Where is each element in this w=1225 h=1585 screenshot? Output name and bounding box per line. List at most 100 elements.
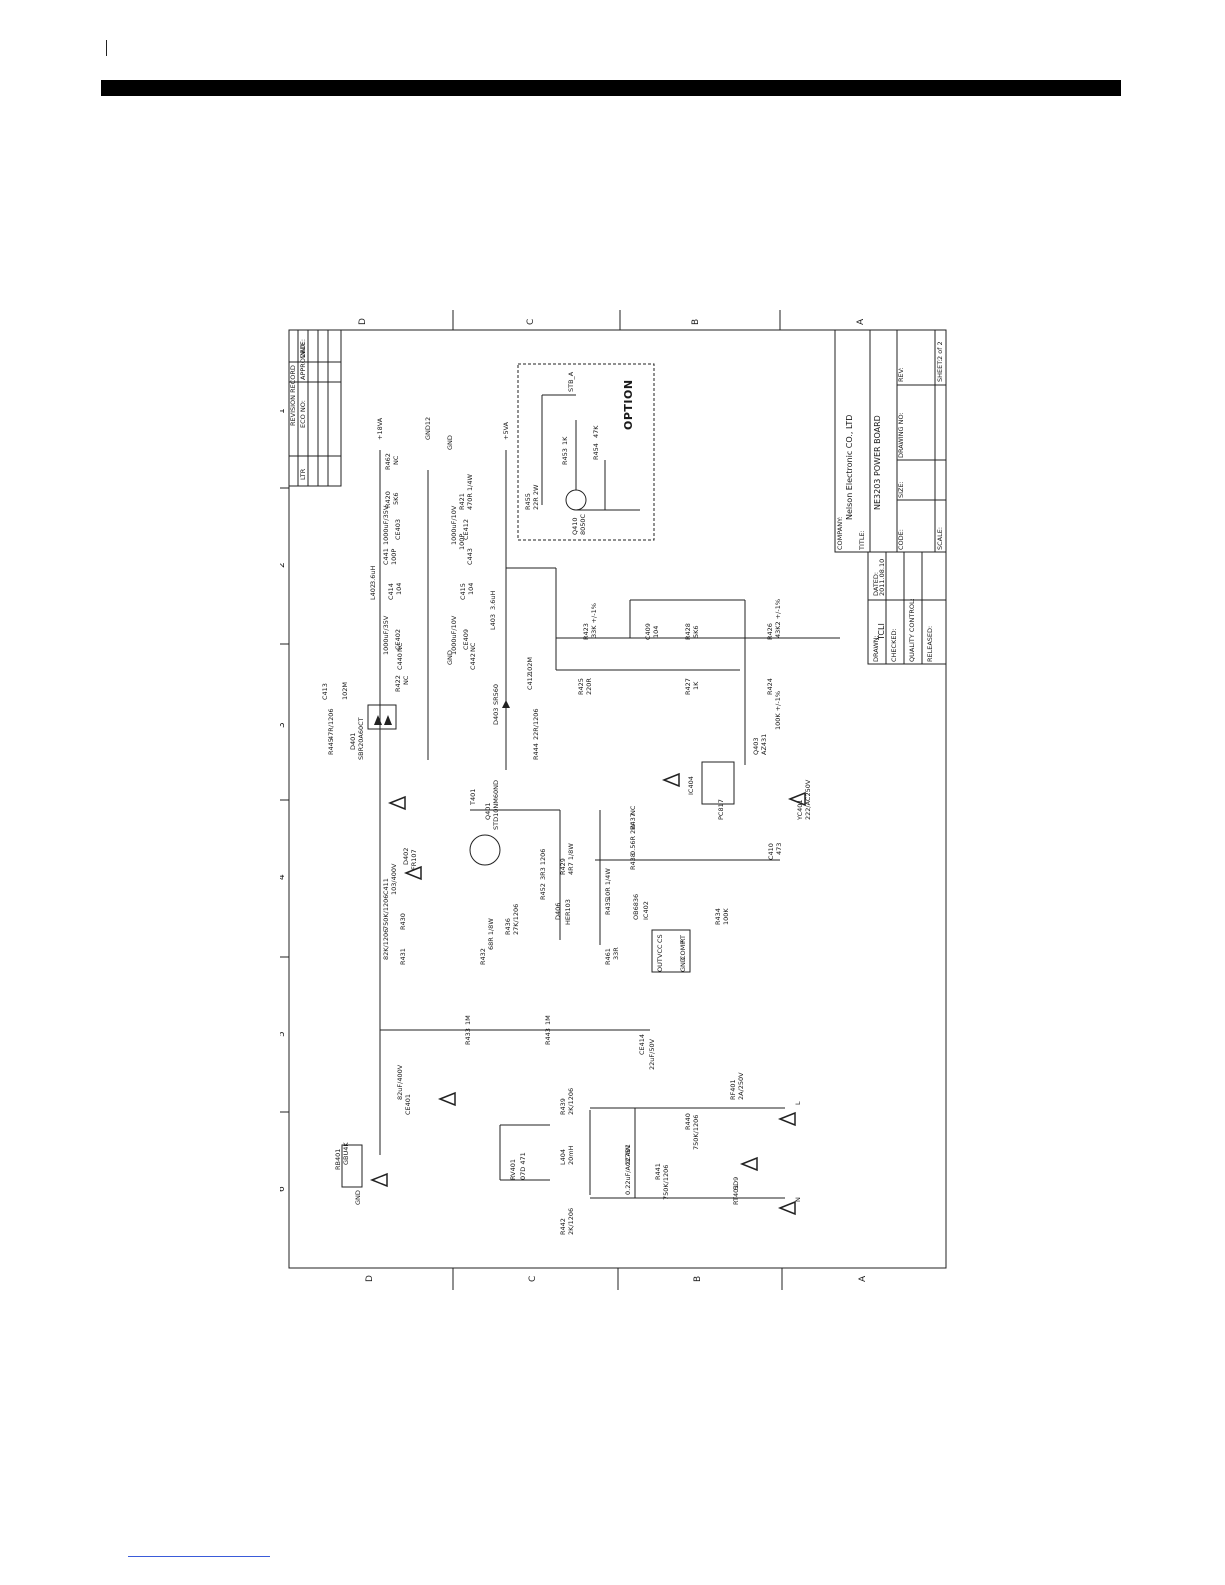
l402-value: 3.6uH [369,566,377,585]
title-field-title: TITLE: [858,530,866,551]
warning-triangle-icon [387,795,406,811]
c411-value: 103/400V [390,863,398,895]
r423-value: 33K +/-1% [590,603,598,638]
r428: R428 [684,623,692,640]
r422: R422 [394,675,402,692]
option-q410: Q410 [571,517,579,535]
revision-col-date: DATE: [299,339,307,358]
dated-field: DATED: [872,572,880,596]
checked-field: CHECKED: [890,628,898,662]
r444: R444 [532,743,540,760]
option-r455: R455 [524,493,532,510]
r426-value: 43K2 +/-1% [774,599,782,638]
ce402: CE402 [394,629,402,650]
r443: R443 [544,1028,552,1045]
r420: R420 [384,491,392,508]
d401-diode-b [384,715,392,725]
c442-value: NC [469,642,477,652]
rail-gnd-2: GND [446,650,454,665]
r427: R427 [684,678,692,695]
r436: R436 [504,918,512,935]
released-field: RELEASED: [926,626,934,662]
rv401: RV401 [509,1159,517,1180]
c413-value: 102M [341,682,349,700]
input-section: CE401 82uF/400V RB401 GBU4K R439 2K/1206… [334,1030,802,1235]
title-field-scale: SCALE: [936,527,944,550]
c443: C443 [466,548,474,565]
r420-value: 5K6 [392,492,400,505]
r434-value: 100K [722,908,730,925]
rail-5va: +5VA [502,421,510,440]
zone-top-markers: D C B A [358,310,866,330]
r462-value: NC [392,455,400,465]
yc401-value: 222/AC250V [804,779,812,820]
option-label: OPTION [622,379,635,430]
d401-value: SBR20A60CT [357,717,365,760]
r452: R452 [539,883,547,900]
rv401-value: 07D 471 [519,1152,527,1180]
ce403: CE403 [394,519,402,540]
rail-18va: +18VA [376,417,384,440]
revision-col-eco: ECO NO: [299,400,307,428]
r425: R425 [577,678,585,695]
zone-col-4: 4 [280,874,287,880]
d401: D401 [349,733,357,750]
ce401: CE401 [404,1094,412,1115]
r432-value: 68R 1/8W [487,918,495,950]
d406: D406 [554,903,562,920]
r433: R433 [464,1028,472,1045]
r436-value: 27K/1206 [512,904,520,935]
ce401-value: 82uF/400V [396,1064,404,1100]
warning-triangle-icon [739,1156,758,1172]
c410-value: 473 [775,843,783,855]
r427-value: 1K [692,681,700,690]
option-transistor-q410 [565,489,587,511]
option-r455-value: 22R 2W [532,484,540,510]
warning-triangle-icon [777,1200,796,1216]
rb401: RB401 [334,1149,342,1170]
feedback-section: R423 33K +/-1% C409 104 R428 5K6 R426 43… [506,567,840,821]
zone-bottom-b: B [693,1276,703,1282]
r433-value: 1M [464,1015,472,1025]
ic402-pin-vcc: VCC [656,944,664,958]
ic402: IC402 [642,901,650,920]
header-bar [101,80,1121,96]
zone-top-d: D [358,318,368,325]
r426: R426 [766,623,774,640]
zone-col-6: 6 [280,1186,287,1192]
r421: R421 [458,493,466,510]
q401-value: STD10NM60ND [492,780,500,830]
zone-col-1: 1 [280,408,287,414]
r428-value: 5K6 [692,625,700,638]
safety-warning-icons [369,772,806,1216]
zone-top-c: C [526,319,536,325]
q403-value: AZ431 [760,734,768,755]
title-field-drawing-no: DRAWING NO: [897,412,905,458]
ic404: IC404 [687,776,695,795]
c409: C409 [644,623,652,640]
drawn-by-value: TCLI [877,623,886,641]
primary-section: T401 Q401 STD10NM60ND R437 NC R438 0.56R… [379,770,783,1070]
r440: R440 [684,1113,692,1130]
zone-top-b: B [691,319,701,325]
r423: R423 [582,623,590,640]
yc401: YC401 [796,799,804,821]
rf401: RF401 [729,1079,737,1100]
ic402-pin-gnd: GND [679,957,687,972]
drawn-by-block: DRAWN: TCLI DATED: 2011.08.10 CHECKED: Q… [867,551,947,665]
c443-value: 100P [458,534,466,550]
option-r454-value: 47K [592,425,600,438]
option-r453: R453 [561,448,569,465]
ce414: CE414 [638,1034,646,1055]
d403-diode-symbol [502,700,510,708]
zone-col-2: 2 [280,562,287,568]
r431: R431 [399,948,407,965]
r443-value: 1M [544,1015,552,1025]
title-field-code: CODE: [897,529,905,550]
r439: R439 [559,1098,567,1115]
title-field-rev: REV: [897,367,905,382]
c412: C412 [526,673,534,690]
r437: R437 [629,813,637,830]
ic404-optocoupler-symbol [701,761,735,805]
c413: C413 [321,683,329,700]
